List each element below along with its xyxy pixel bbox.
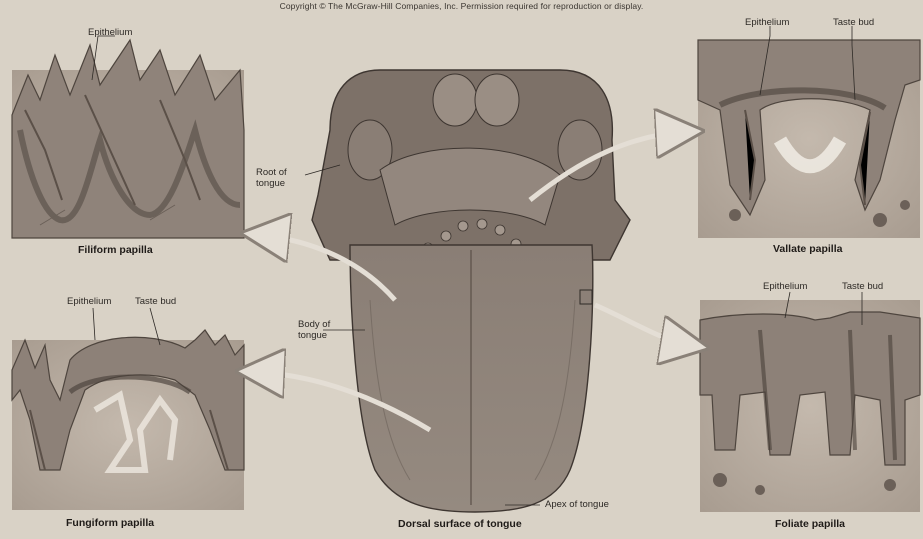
label-vallate-taste-bud: Taste bud [833, 18, 874, 29]
label-filiform-epithelium: Epithelium [88, 28, 132, 39]
label-vallate-epithelium: Epithelium [745, 18, 789, 29]
label-body-of-tongue: Body of tongue [298, 320, 342, 341]
caption-vallate-papilla: Vallate papilla [773, 243, 842, 255]
tongue-illustration [312, 70, 630, 512]
fungiform-papilla-illustration [12, 330, 244, 510]
caption-dorsal-surface: Dorsal surface of tongue [398, 518, 522, 530]
label-foliate-taste-bud: Taste bud [842, 282, 883, 293]
foliate-papilla-illustration [700, 300, 920, 512]
label-apex-of-tongue: Apex of tongue [545, 500, 609, 511]
copyright-notice: Copyright © The McGraw-Hill Companies, I… [0, 1, 923, 11]
label-root-of-tongue: Root of tongue [256, 168, 306, 189]
caption-foliate-papilla: Foliate papilla [775, 518, 845, 530]
label-fungiform-epithelium: Epithelium [67, 297, 111, 308]
label-foliate-epithelium: Epithelium [763, 282, 807, 293]
vallate-papilla-illustration [698, 40, 920, 238]
arrow-to-foliate [595, 305, 690, 345]
caption-fungiform-papilla: Fungiform papilla [66, 517, 154, 529]
caption-filiform-papilla: Filiform papilla [78, 244, 153, 256]
label-fungiform-taste-bud: Taste bud [135, 297, 176, 308]
filiform-papilla-illustration [12, 40, 244, 238]
